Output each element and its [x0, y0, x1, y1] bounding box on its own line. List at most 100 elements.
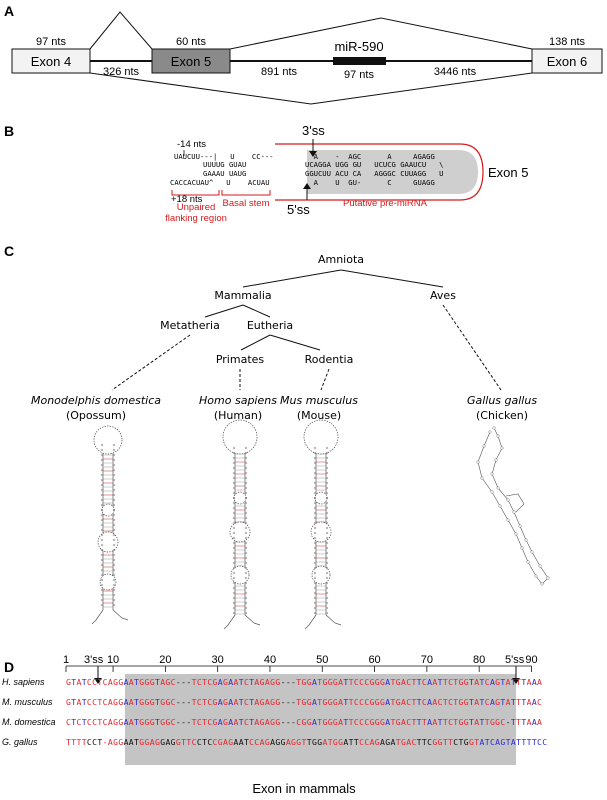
exon-shading: [125, 674, 516, 765]
mir590-length: 97 nts: [344, 69, 374, 81]
taxon-metatheria: Metatheria: [160, 319, 220, 332]
alignment-species-label: M. musculus: [2, 697, 53, 707]
ruler-tick-label: 50: [316, 654, 328, 666]
hairpin-left-line-1: UAUCUU---| U CC---: [174, 152, 274, 161]
species-mouse-latin: Mus musculus: [280, 394, 358, 407]
premirna-line-1: A - AGC A AGAGG: [305, 152, 435, 161]
hairpin-left-line-2: UUUUG GUAU: [203, 160, 246, 169]
ss5-b-label: 5'ss: [287, 202, 310, 217]
ruler-tick-label: 10: [107, 654, 119, 666]
taxon-primates: Primates: [216, 353, 265, 366]
unpaired-bracket: [171, 190, 220, 196]
panel-c-label: C: [4, 243, 14, 259]
hairpin-left-line-3: GAAAU UAUG: [203, 169, 246, 178]
ruler-tick-label: 70: [421, 654, 433, 666]
intron5b-length: 3446 nts: [434, 66, 477, 78]
unpaired-label-line1: Unpaired: [177, 202, 216, 213]
tree-branch-amniota-mammalia: [242, 269, 342, 288]
alignment-row-sequence: CTCTCCTCAGGAATGGGTGGC---TCTCGAGAATCTAGAG…: [66, 717, 542, 727]
ss3-b-arrow-head: [309, 151, 317, 157]
unpaired-label-line2: flanking region: [165, 213, 227, 224]
exon5-outline: [275, 143, 484, 201]
mir590-bar: [333, 57, 386, 65]
lead-opossum: [111, 334, 191, 391]
exon5-label: Exon 5: [171, 54, 211, 69]
tree-branch-mammalia-eutheria: [242, 304, 271, 318]
species-human-latin: Homo sapiens: [199, 394, 277, 407]
exon4-box: [11, 48, 91, 74]
tree-branch-eutheria-primates: [240, 334, 271, 351]
panel-d-label: D: [4, 659, 14, 675]
ruler-tick-label: 90: [525, 654, 537, 666]
structure-chicken: [476, 426, 550, 586]
ss5-d-label: 5'ss: [505, 654, 525, 666]
exon5-b-label: Exon 5: [488, 165, 528, 180]
sequence-alignment: H. sapiens GTATCCTCAGGAATGGGTAGC---TCTCGA…: [2, 677, 547, 747]
tree-branch-mammalia-metatheria: [204, 304, 244, 318]
ss3-d-label: 3'ss: [84, 654, 104, 666]
structure-human: [222, 419, 261, 630]
ruler-tick-label: 60: [368, 654, 380, 666]
taxon-aves: Aves: [430, 289, 456, 302]
hairpin-left-line-4: CACCACUAU^ U ACUAU: [170, 178, 270, 187]
premirna-line-2: UCAGGA UGG GU UCUCG GAAUCU \: [305, 160, 443, 169]
lead-mouse: [320, 368, 330, 391]
skipping-arc-exon4-exon6: [89, 72, 533, 105]
species-mouse-common: (Mouse): [297, 409, 341, 422]
tree-branch-amniota-aves: [340, 269, 444, 288]
intron4-length: 326 nts: [103, 66, 140, 78]
structure-opossum: [91, 425, 129, 625]
basal-stem-bracket: [221, 190, 271, 196]
exon4-label: Exon 4: [31, 54, 71, 69]
ruler-tick-label: 80: [473, 654, 485, 666]
upstream-marker: -14 nts: [177, 139, 206, 150]
species-chicken-common: (Chicken): [476, 409, 528, 422]
alignment-species-label: H. sapiens: [2, 677, 45, 687]
intron5a-length: 891 nts: [261, 66, 298, 78]
ruler-tick-label: 1: [63, 654, 69, 666]
exon6-label: Exon 6: [547, 54, 587, 69]
alignment-row-sequence: GTATCCTCAGGAATGGGTAGC---TCTCGAGAATCTAGAG…: [66, 677, 542, 687]
exon6-box: [531, 48, 603, 74]
exon6-length: 138 nts: [549, 36, 586, 48]
exon5-box: [151, 48, 231, 74]
taxon-rodentia: Rodentia: [305, 353, 354, 366]
alignment-species-label: G. gallus: [2, 737, 38, 747]
lead-chicken: [442, 304, 502, 391]
ruler-tick-label: 20: [159, 654, 171, 666]
species-opossum-latin: Monodelphis domestica: [31, 394, 161, 407]
premirna-line-4: A U GU- C GUAGG: [305, 178, 435, 187]
premirna-shading: [307, 150, 478, 194]
splice-arc-exon5-exon6: [229, 17, 533, 50]
ss5-d-arrow-head: [512, 678, 520, 684]
ss3-d-arrow-head: [94, 678, 102, 684]
taxon-amniota: Amniota: [318, 253, 364, 266]
downstream-marker: +18 nts: [171, 194, 203, 205]
basal-stem-label: Basal stem: [223, 198, 270, 209]
taxon-mammalia: Mammalia: [214, 289, 271, 302]
panel-a-label: A: [4, 3, 14, 19]
ss3-b-label: 3'ss: [302, 123, 325, 138]
species-human-common: (Human): [214, 409, 262, 422]
alignment-row-sequence: TTTTCCT-AGGAATGGAGGAGGTTCCTCCGAGAATCCAGA…: [66, 737, 547, 747]
species-opossum-common: (Opossum): [66, 409, 126, 422]
exon5-length: 60 nts: [176, 36, 206, 48]
position-ruler: 1 10 20 30 40 50 60 70 80 90: [63, 654, 538, 672]
premirna-label: Putative pre-miRNA: [343, 198, 428, 209]
ruler-tick-label: 40: [264, 654, 276, 666]
tree-branch-eutheria-rodentia: [269, 334, 321, 351]
taxon-eutheria: Eutheria: [247, 319, 293, 332]
premirna-line-3: GGUCUU ACU CA AGGGC CUUAGG U: [305, 169, 443, 178]
mir590-label: miR-590: [334, 39, 383, 54]
exon4-length: 97 nts: [36, 36, 66, 48]
species-chicken-latin: Gallus gallus: [467, 394, 537, 407]
ss5-b-arrow-head: [303, 183, 311, 189]
alignment-species-label: M. domestica: [2, 717, 56, 727]
ruler-tick-label: 30: [212, 654, 224, 666]
alignment-row-sequence: GTATCCTCAGGAATGGGTGGC---TCTCGAGAATCTAGAG…: [66, 697, 542, 707]
panel-d-xlabel: Exon in mammals: [252, 781, 356, 796]
panel-b-label: B: [4, 123, 14, 139]
structure-mouse: [303, 419, 342, 630]
splice-arc-exon4-exon5: [89, 11, 153, 50]
